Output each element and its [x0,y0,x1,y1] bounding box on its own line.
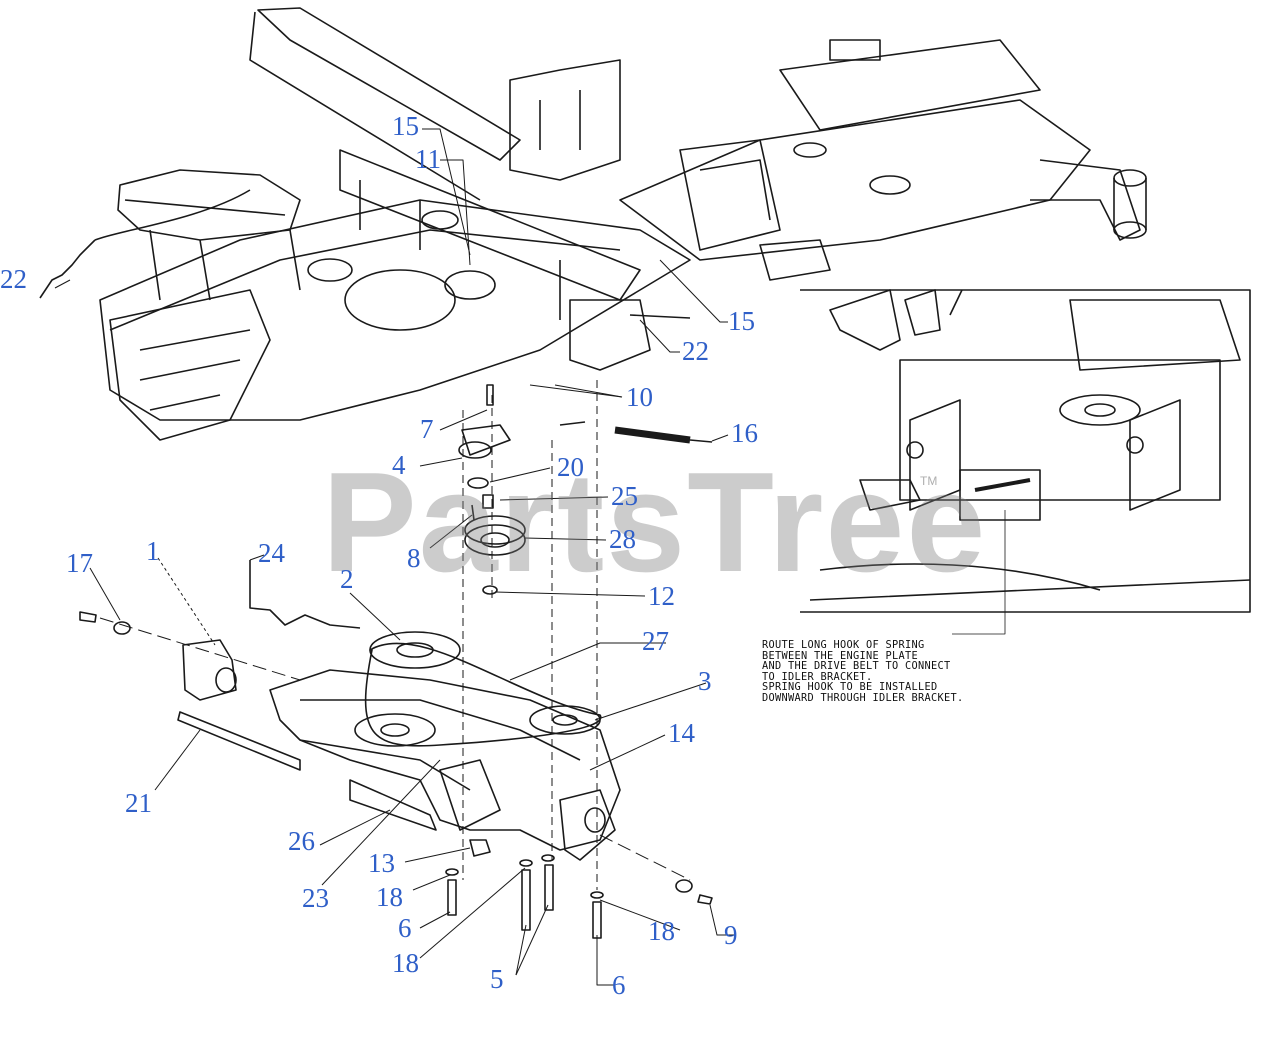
callout-18-lower[interactable]: 18 [392,948,419,978]
callout-1[interactable]: 1 [146,536,160,566]
callout-14[interactable]: 14 [668,718,695,748]
callout-5[interactable]: 5 [490,964,504,994]
callout-7[interactable]: 7 [420,414,434,444]
trademark: TM [920,474,938,488]
transaxle-assembly [79,560,713,939]
callout-24[interactable]: 24 [258,538,285,568]
callout-18-right[interactable]: 18 [648,916,675,946]
leader-lines [54,128,1006,986]
callout-20[interactable]: 20 [557,452,584,482]
callout-6[interactable]: 6 [398,913,412,943]
mower-frame [39,7,1147,441]
callout-9[interactable]: 9 [724,920,738,950]
spring-routing-note: ROUTE LONG HOOK OF SPRING BETWEEN THE EN… [762,639,964,704]
callout-10[interactable]: 10 [626,382,653,412]
inset-view [800,289,1251,613]
callout-21[interactable]: 21 [125,788,152,818]
callout-13[interactable]: 13 [368,848,395,878]
callout-22[interactable]: 22 [0,264,27,294]
callout-15-right[interactable]: 15 [728,306,755,336]
callout-18[interactable]: 18 [376,882,403,912]
callout-6-right[interactable]: 6 [612,970,626,1000]
callout-15[interactable]: 15 [392,111,419,141]
callout-3[interactable]: 3 [698,666,712,696]
watermark: PartsTree [322,443,988,602]
callout-28[interactable]: 28 [609,524,636,554]
callout-27[interactable]: 27 [642,626,669,656]
callout-11[interactable]: 11 [415,144,441,174]
callout-12[interactable]: 12 [648,581,675,611]
callout-23[interactable]: 23 [302,883,329,913]
callout-25[interactable]: 25 [611,481,638,511]
callout-17[interactable]: 17 [66,548,93,578]
callout-2[interactable]: 2 [340,564,354,594]
callout-22-right[interactable]: 22 [682,336,709,366]
idler-assembly [458,380,713,890]
callout-4[interactable]: 4 [392,450,406,480]
callout-8[interactable]: 8 [407,543,421,573]
callout-16[interactable]: 16 [731,418,758,448]
callout-26[interactable]: 26 [288,826,315,856]
